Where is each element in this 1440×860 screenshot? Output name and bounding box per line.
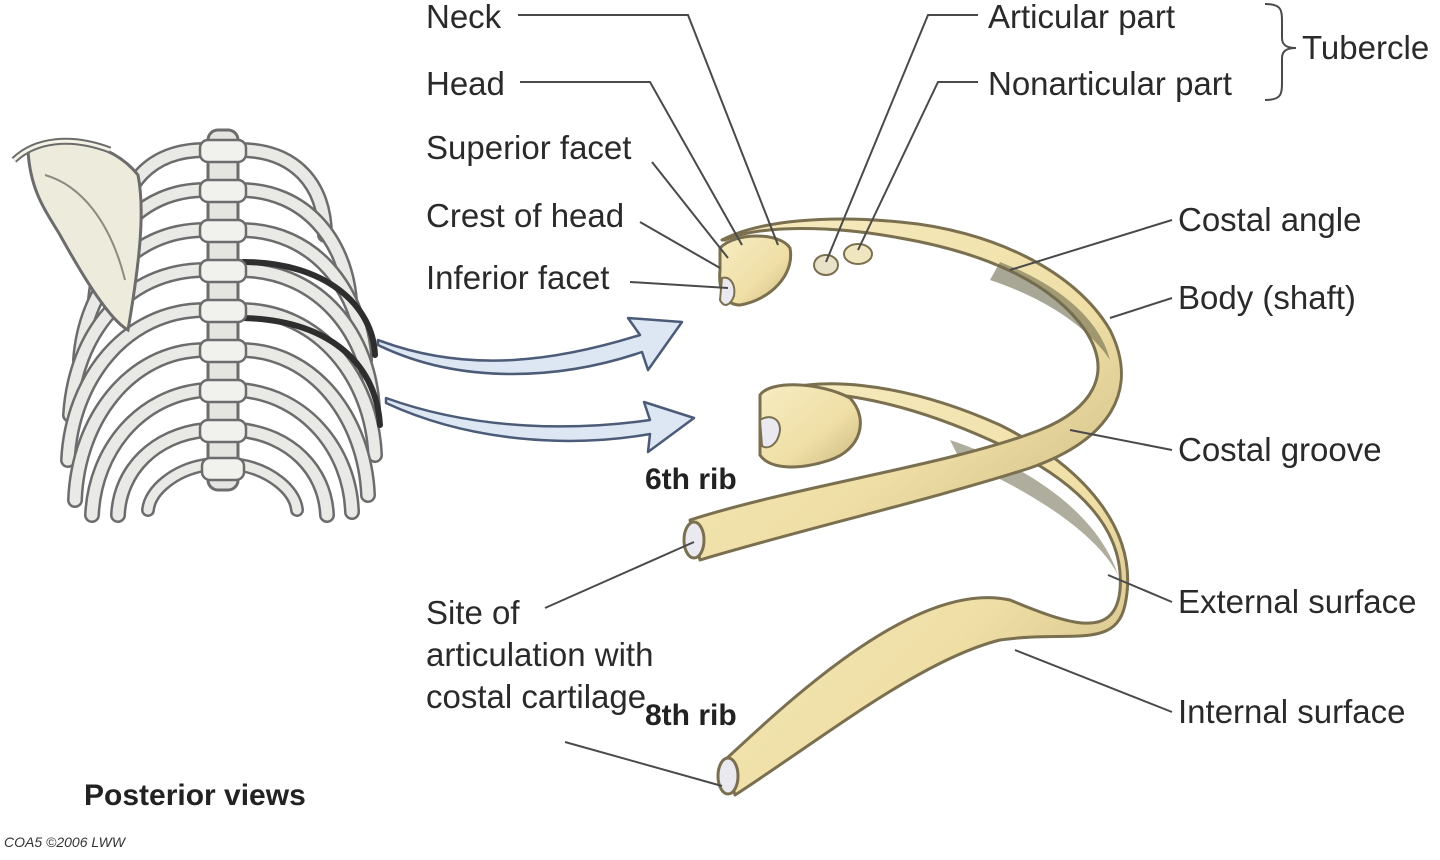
label-external-surface: External surface (1178, 583, 1417, 620)
indicator-arrows (376, 316, 696, 454)
leader-nonarticular-part (857, 81, 978, 251)
sixth-rib (682, 217, 1123, 562)
label-crest-of-head: Crest of head (426, 197, 625, 234)
vertebral-column (198, 128, 248, 492)
label-head: Head (426, 65, 505, 102)
scapula (11, 137, 143, 333)
leader-superior-facet (651, 161, 729, 259)
label-costal-groove: Costal groove (1178, 431, 1382, 468)
thorax-skeleton (11, 128, 383, 523)
label-8th-rib: 8th rib (645, 699, 737, 732)
label-internal-surface: Internal surface (1178, 693, 1406, 730)
label-tubercle: Tubercle (1302, 29, 1430, 66)
leader-head (520, 81, 743, 246)
label-6th-rib: 6th rib (645, 463, 737, 496)
label-nonarticular-part: Nonarticular part (988, 65, 1232, 102)
label-inferior-facet: Inferior facet (426, 259, 610, 296)
label-site-of-articulation: Site of articulation with costal cartila… (426, 594, 654, 715)
right-ribs (232, 142, 383, 523)
leader-costal-angle (1009, 219, 1173, 271)
label-neck: Neck (426, 0, 502, 35)
leader-neck (518, 14, 779, 246)
leader-site-lower (564, 741, 723, 787)
leader-articular-part (825, 14, 978, 263)
leader-costal-groove (1069, 429, 1173, 451)
leader-lines (518, 14, 1173, 787)
label-articular-part: Articular part (988, 0, 1176, 35)
tubercle-brace (1264, 3, 1297, 101)
label-posterior-views: Posterior views (84, 779, 306, 812)
label-body-shaft: Body (shaft) (1178, 279, 1356, 316)
leader-inferior-facet (629, 281, 729, 289)
leader-internal-surface (1014, 649, 1173, 713)
leader-body-shaft (1109, 297, 1173, 319)
copyright-text: COA5 ©2006 LWW (4, 834, 126, 850)
leader-crest-of-head (639, 221, 721, 269)
label-superior-facet: Superior facet (426, 129, 632, 166)
leader-external-surface (1107, 574, 1173, 603)
label-costal-angle: Costal angle (1178, 201, 1362, 238)
leader-site-of-articulation (544, 541, 695, 609)
